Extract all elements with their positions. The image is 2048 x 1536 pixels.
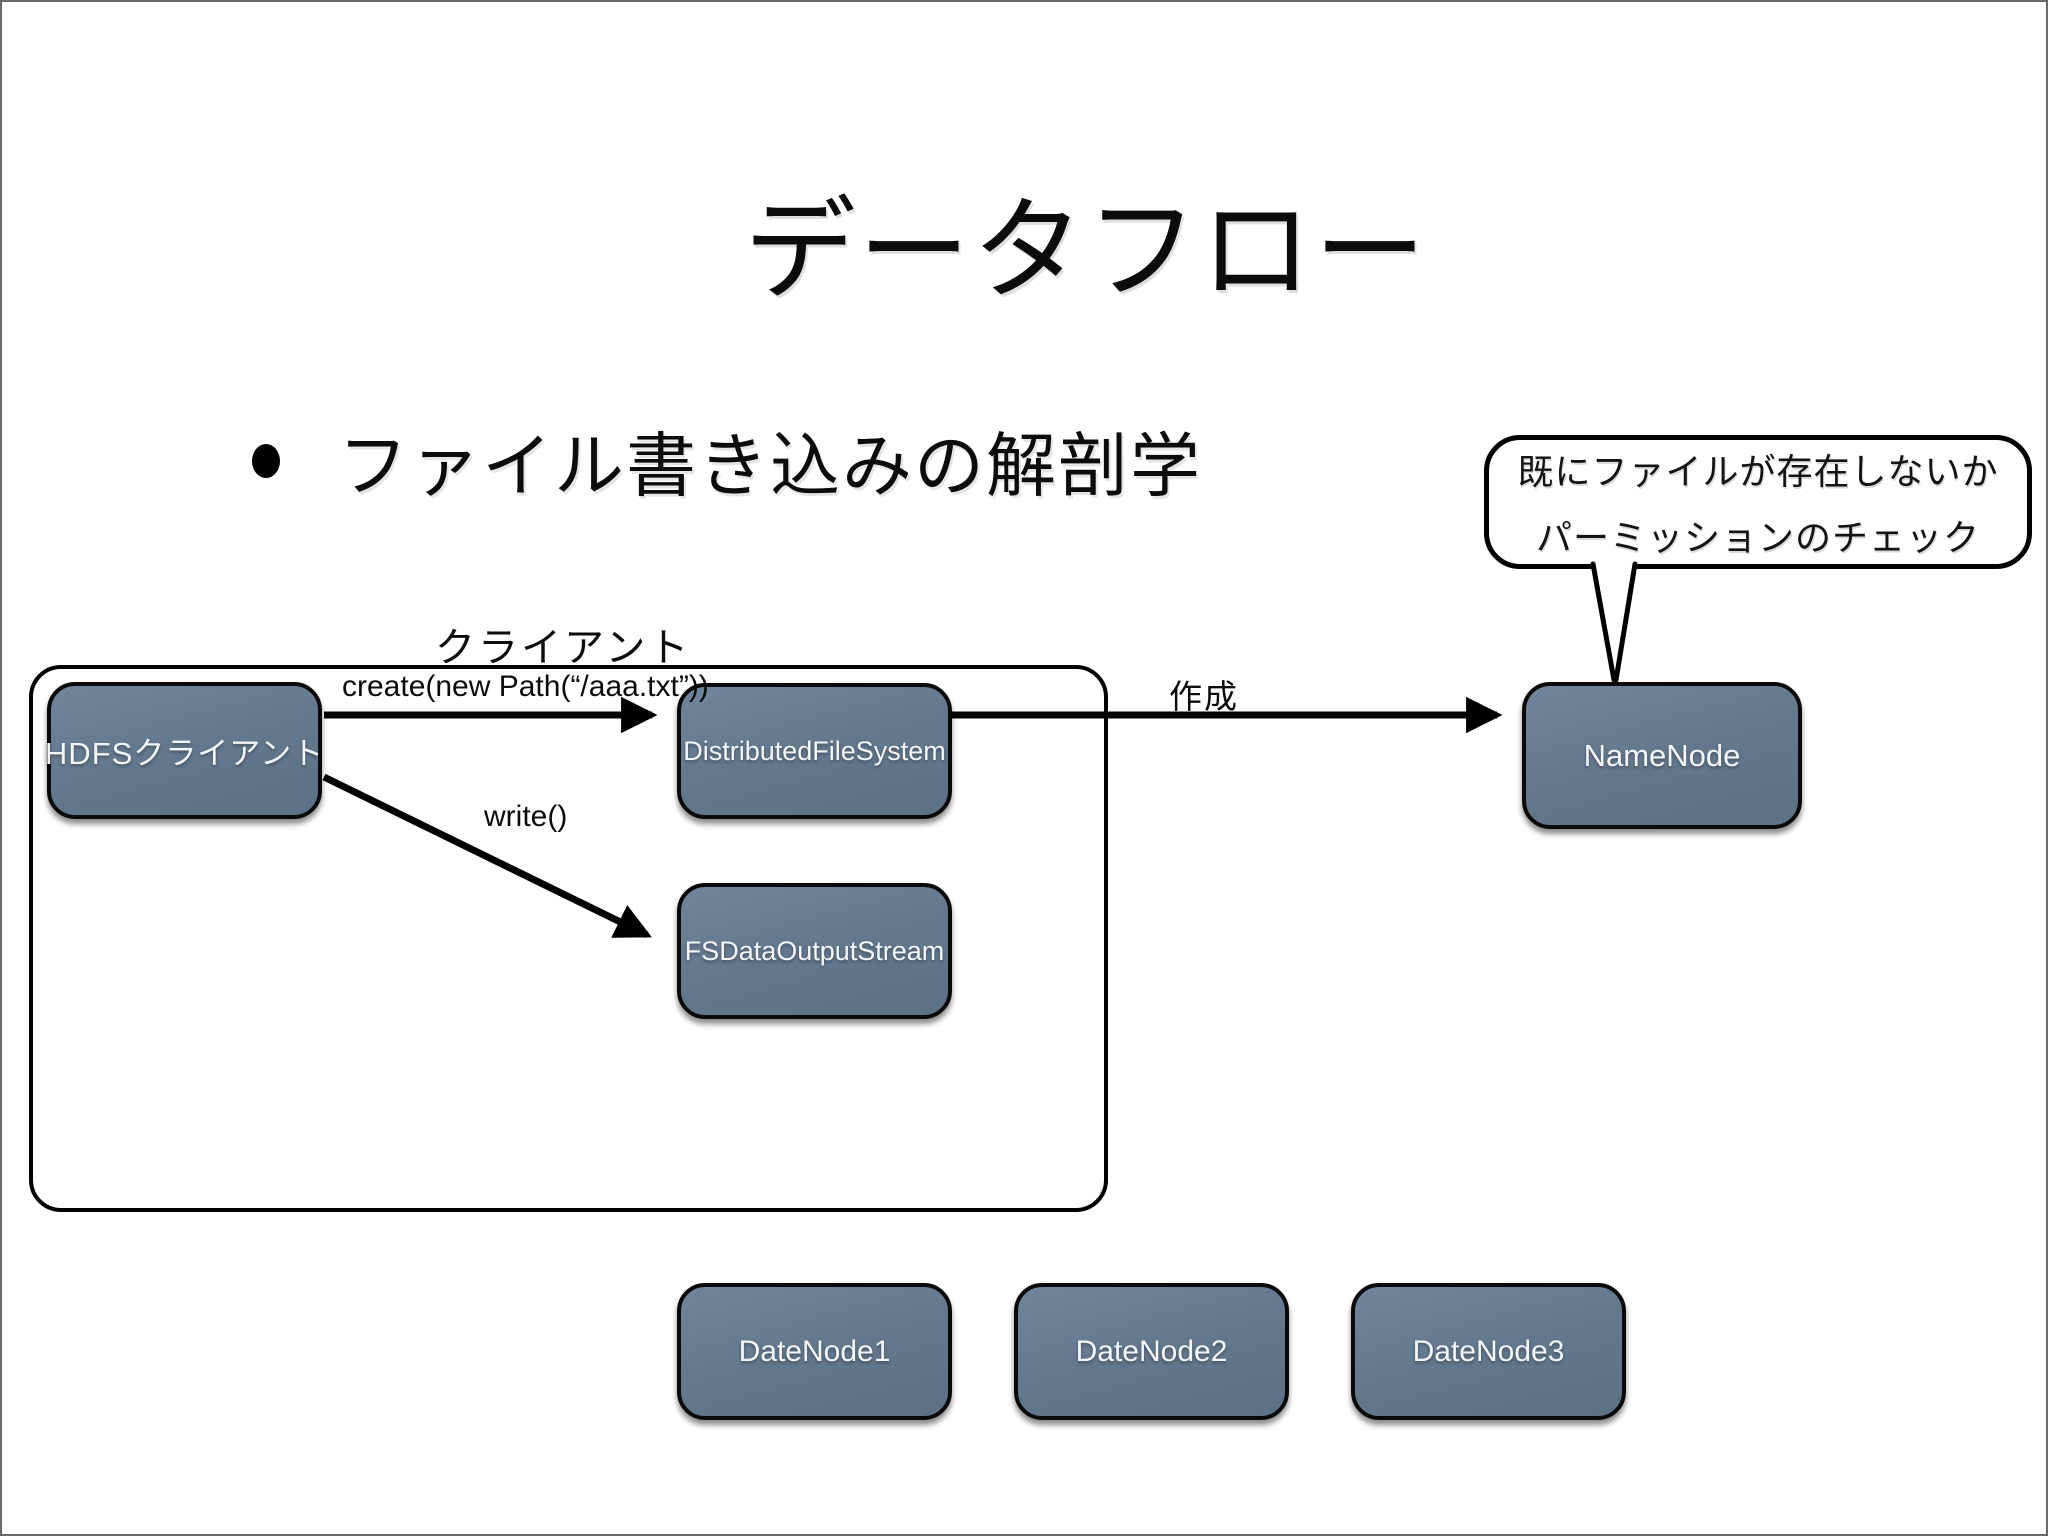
- node-datanode-3: DateNode3: [1351, 1283, 1626, 1420]
- callout-tail-left-edge: [1590, 561, 1617, 683]
- write-arrow: [322, 773, 652, 939]
- node-datanode-2-label: DateNode2: [1075, 1334, 1228, 1368]
- namenode-arrow-label: 作成: [1169, 678, 1239, 715]
- client-group-box: [29, 665, 1108, 1212]
- node-hdfs-client-label: HDFSクライアント: [44, 736, 325, 771]
- callout-bubble: 既にファイルが存在しないか パーミッションのチェック: [1484, 435, 2032, 569]
- node-namenode: NameNode: [1522, 682, 1802, 829]
- node-fs-data-output-stream: FSDataOutputStream: [677, 883, 952, 1019]
- node-datanode-3-label: DateNode3: [1412, 1334, 1565, 1368]
- client-group-label: クライアント: [435, 626, 692, 670]
- node-distributed-file-system: DistributedFileSystem: [677, 683, 952, 819]
- write-arrow-label: write(): [484, 800, 568, 833]
- slide-title: データフロー: [744, 188, 1428, 313]
- callout-tail-right-edge: [1613, 561, 1638, 683]
- node-hdfs-client: HDFSクライアント: [44, 682, 325, 819]
- callout-line-2: パーミッションのチェック: [1535, 517, 1980, 558]
- node-distributed-file-system-label: DistributedFileSystem: [683, 735, 946, 766]
- callout-line-1: 既にファイルが存在しないか: [1517, 451, 1999, 492]
- node-datanode-1: DateNode1: [677, 1283, 952, 1420]
- node-datanode-2: DateNode2: [1014, 1283, 1289, 1420]
- bullet-item: ファイル書き込みの解剖学: [252, 410, 1202, 511]
- bullet-text: ファイル書き込みの解剖学: [338, 427, 1202, 505]
- callout-tail: [1593, 562, 1635, 680]
- create-arrow-label: create(new Path(“/aaa.txt”)): [342, 670, 709, 703]
- node-namenode-label: NameNode: [1583, 737, 1741, 773]
- node-fs-data-output-stream-label: FSDataOutputStream: [684, 935, 945, 966]
- bullet-dot-icon: [252, 443, 280, 478]
- node-datanode-1-label: DateNode1: [738, 1334, 891, 1368]
